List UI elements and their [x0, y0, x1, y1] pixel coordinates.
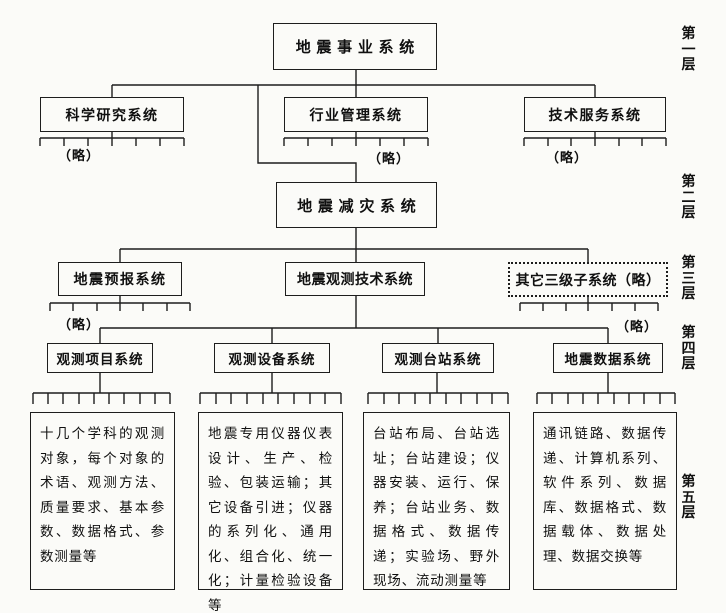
- omitted-label: （略）: [58, 148, 101, 163]
- node-scientific-research-system: 科学研究系统: [40, 97, 184, 132]
- comb-seismic-data: [536, 373, 676, 404]
- node-observation-project-system: 观测项目系统: [47, 343, 153, 373]
- layer-label-3: 第三层: [681, 256, 696, 303]
- omitted-label: （略）: [546, 150, 589, 165]
- comb-prediction: [49, 296, 191, 311]
- node-earthquake-data-system: 地震数据系统: [553, 343, 663, 373]
- node-industry-management-system: 行业管理系统: [284, 97, 428, 132]
- comb-service: [523, 132, 667, 146]
- tree-connectors: [99, 70, 609, 343]
- comb-industry: [283, 132, 429, 146]
- omitted-label: （略）: [368, 151, 411, 166]
- omitted-children-combs: [32, 132, 676, 404]
- comb-other-sub: [519, 297, 659, 311]
- layer-label-1: 第一层: [681, 27, 696, 74]
- node-technical-service-system: 技术服务系统: [524, 97, 666, 132]
- node-earthquake-observation-technology-system: 地震观测技术系统: [285, 262, 425, 296]
- omitted-label: （略）: [58, 317, 101, 332]
- omitted-label: （略）: [616, 319, 659, 334]
- detail-observation-equipment: 地震专用仪器仪表设计、生产、检验、包装运输；其它设备引进；仪器的系列化、通用化、…: [198, 412, 343, 613]
- detail-observation-project: 十几个学科的观测对象，每个对象的术语、观测方法、质量要求、基本参数、数据格式、参…: [30, 412, 175, 590]
- node-observation-station-system: 观测台站系统: [382, 343, 494, 373]
- node-observation-equipment-system: 观测设备系统: [214, 343, 330, 373]
- node-earthquake-prediction-system: 地震预报系统: [58, 262, 182, 296]
- node-earthquake-enterprise-system: 地震事业系统: [273, 23, 437, 70]
- node-other-third-level-subsystems: 其它三级子系统（略）: [508, 262, 668, 297]
- comb-science: [39, 132, 185, 146]
- comb-project: [32, 373, 171, 404]
- comb-station: [367, 373, 509, 404]
- detail-earthquake-data: 通讯链路、数据传递、计算机系列、软件系列、数据库、数据格式、数据载体、数据处理、…: [533, 412, 677, 590]
- layer-label-5: 第五层: [681, 475, 696, 522]
- comb-equipment: [199, 373, 342, 404]
- detail-observation-station: 台站布局、台站选址；台站建设；仪器安装、运行、保养；台站业务、数据格式、数据传递…: [363, 412, 510, 590]
- node-earthquake-disaster-reduction-system: 地震减灾系统: [276, 182, 437, 228]
- layer-label-2: 第二层: [681, 175, 696, 222]
- edge-elbow-to-mitigation: [257, 85, 357, 182]
- layer-label-4: 第四层: [681, 326, 696, 373]
